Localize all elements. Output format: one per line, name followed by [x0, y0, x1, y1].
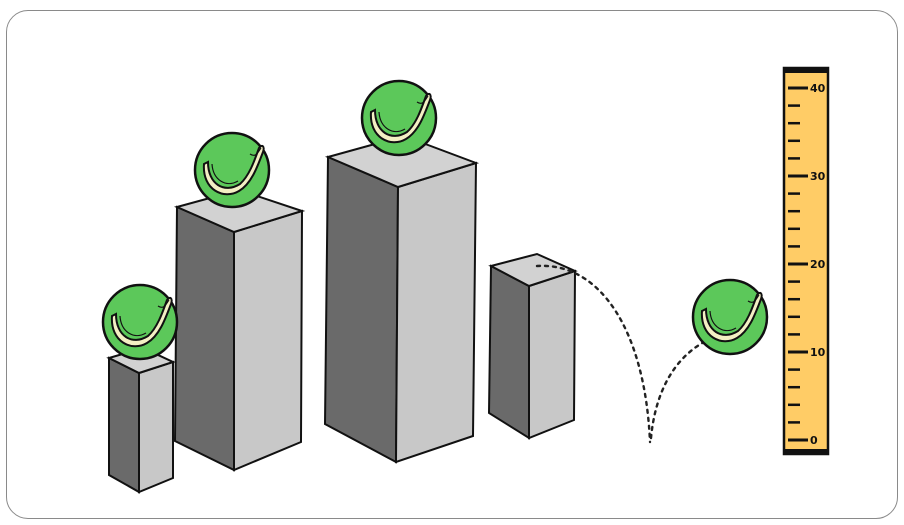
measuring-ruler: 0 10 20 30 40: [782, 66, 830, 456]
block-medium: [487, 252, 578, 440]
block-short: [106, 346, 176, 494]
ruler-label: 20: [810, 258, 826, 271]
ruler-label: 10: [810, 346, 826, 359]
tennis-ball-icon: [193, 131, 271, 209]
ruler-ticks: [788, 86, 808, 442]
tennis-ball-icon: [360, 79, 438, 157]
dotted-bounce-path-rebound: [649, 340, 706, 440]
ruler-label: 30: [810, 170, 826, 183]
tennis-ball-icon: [101, 283, 179, 361]
ruler-label: 40: [810, 82, 826, 95]
ruler-label: 0: [810, 434, 818, 447]
tennis-ball-icon: [691, 278, 769, 356]
dotted-bounce-path: [535, 264, 652, 444]
block-tall: [173, 188, 306, 472]
block-tallest: [323, 134, 480, 464]
ruler-labels: 0 10 20 30 40: [810, 82, 826, 447]
